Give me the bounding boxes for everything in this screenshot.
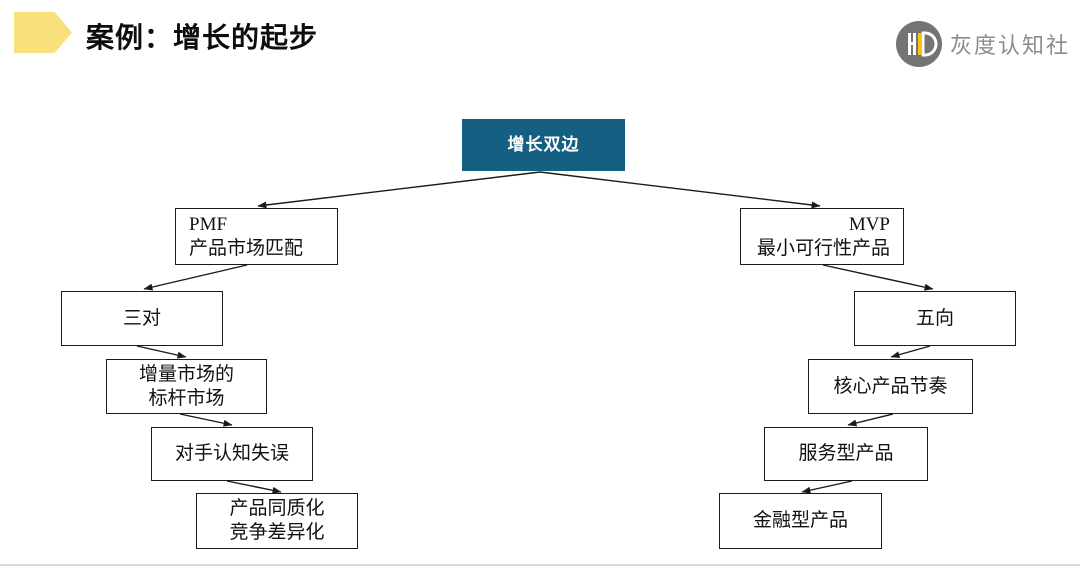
node-label-line1: 增量市场的 <box>138 363 234 385</box>
node-label: 三对 <box>122 307 161 329</box>
node-label-line1: 产品同质化 <box>229 498 325 519</box>
node-financial-product: 金融型产品 <box>719 493 882 549</box>
node-label: 金融型产品 <box>752 510 848 531</box>
node-growth-bilateral: 增长双边 <box>462 119 625 171</box>
node-label-line2: 标杆市场 <box>148 387 225 409</box>
brand-logo: 灰度认知社 <box>896 20 1076 68</box>
node-incremental-benchmark-market: 增量市场的 标杆市场 <box>106 359 267 414</box>
page-title: 案例：增长的起步 <box>86 22 319 53</box>
bottom-divider <box>0 564 1080 566</box>
node-service-product: 服务型产品 <box>764 427 928 481</box>
node-pmf-product-market-fit: PMF 产品市场匹配 <box>175 208 338 265</box>
node-label-line2: 竞争差异化 <box>229 522 325 543</box>
node-label: 五向 <box>915 307 954 329</box>
node-homogenization-differentiation: 产品同质化 竞争差异化 <box>196 493 358 549</box>
node-mvp-minimum-viable-product: MVP 最小可行性产品 <box>740 208 904 265</box>
hd-logo-icon <box>896 21 942 67</box>
brand-name: 灰度认知社 <box>950 33 1071 58</box>
node-label: 对手认知失误 <box>174 443 289 464</box>
node-three-pairs: 三对 <box>61 291 223 346</box>
node-label: 核心产品节奏 <box>833 375 948 397</box>
node-core-product-rhythm: 核心产品节奏 <box>808 359 973 414</box>
node-label-line2: 最小可行性产品 <box>756 237 890 259</box>
node-five-directions: 五向 <box>854 291 1016 346</box>
node-label: 增长双边 <box>507 135 580 154</box>
node-label-line2: 产品市场匹配 <box>189 237 304 259</box>
title-accent-arrow-icon <box>14 12 72 53</box>
node-label-line1: MVP <box>848 213 890 235</box>
node-competitor-cognitive-error: 对手认知失误 <box>151 427 313 481</box>
node-label-line1: PMF <box>189 213 228 235</box>
node-label: 服务型产品 <box>798 443 894 464</box>
